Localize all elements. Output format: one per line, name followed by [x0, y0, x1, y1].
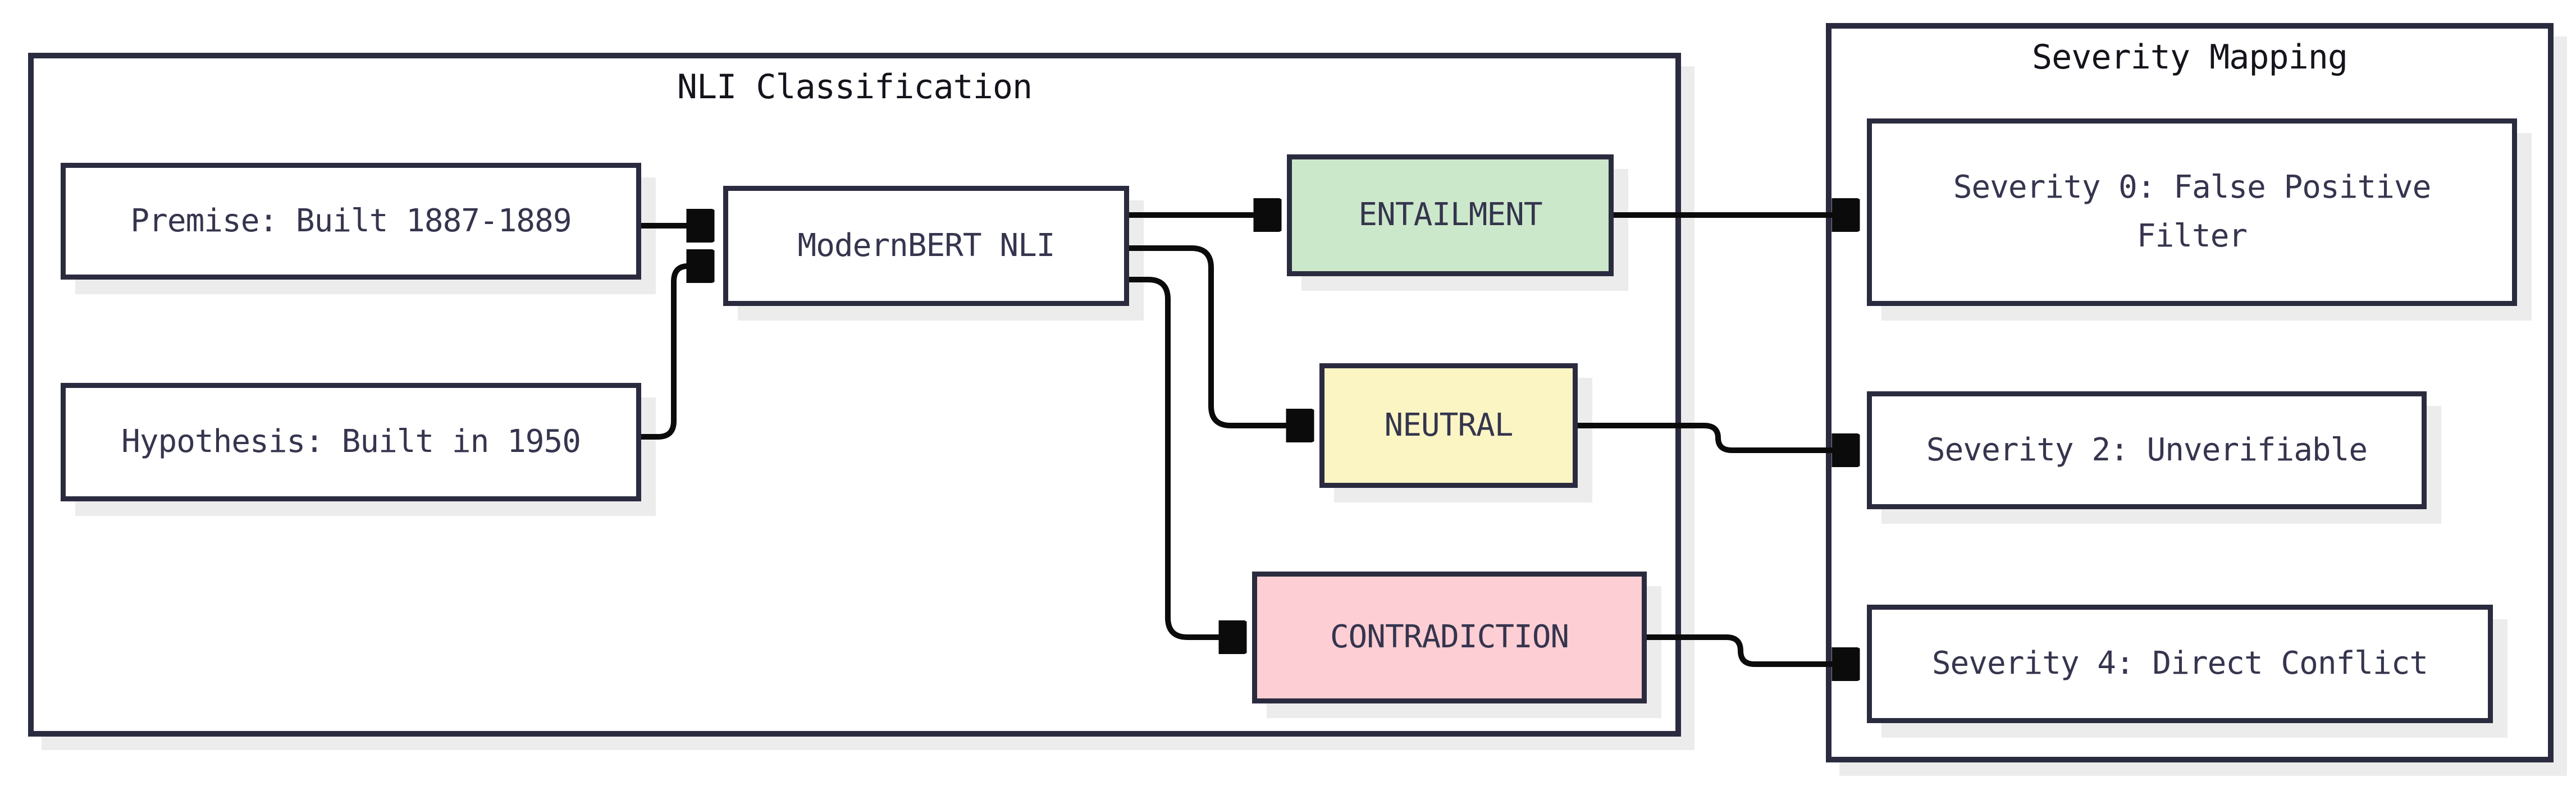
severity-mapping-title: Severity Mapping [2032, 38, 2348, 77]
node-severity-0-label: Severity 0: False Positive Filter [1953, 169, 2432, 254]
node-contradiction-label: CONTRADICTION [1330, 619, 1569, 656]
nli-classification-title: NLI Classification [677, 67, 1033, 107]
node-severity-2-label: Severity 2: Unverifiable [1926, 431, 2368, 468]
node-severity-4: Severity 4: Direct Conflict [1867, 605, 2493, 723]
node-neutral: NEUTRAL [1319, 363, 1578, 488]
node-entailment: ENTAILMENT [1287, 154, 1614, 276]
node-modernbert-nli-label: ModernBERT NLI [797, 227, 1055, 264]
node-premise-label: Premise: Built 1887-1889 [130, 202, 572, 239]
node-modernbert-nli: ModernBERT NLI [723, 186, 1129, 306]
node-premise: Premise: Built 1887-1889 [61, 163, 641, 280]
node-hypothesis: Hypothesis: Built in 1950 [61, 383, 641, 501]
node-contradiction: CONTRADICTION [1252, 572, 1647, 703]
node-severity-2: Severity 2: Unverifiable [1867, 391, 2427, 509]
node-severity-4-label: Severity 4: Direct Conflict [1931, 645, 2428, 682]
node-severity-0: Severity 0: False Positive Filter [1867, 118, 2517, 306]
node-neutral-label: NEUTRAL [1384, 406, 1513, 444]
node-hypothesis-label: Hypothesis: Built in 1950 [121, 423, 581, 460]
node-entailment-label: ENTAILMENT [1358, 196, 1542, 234]
